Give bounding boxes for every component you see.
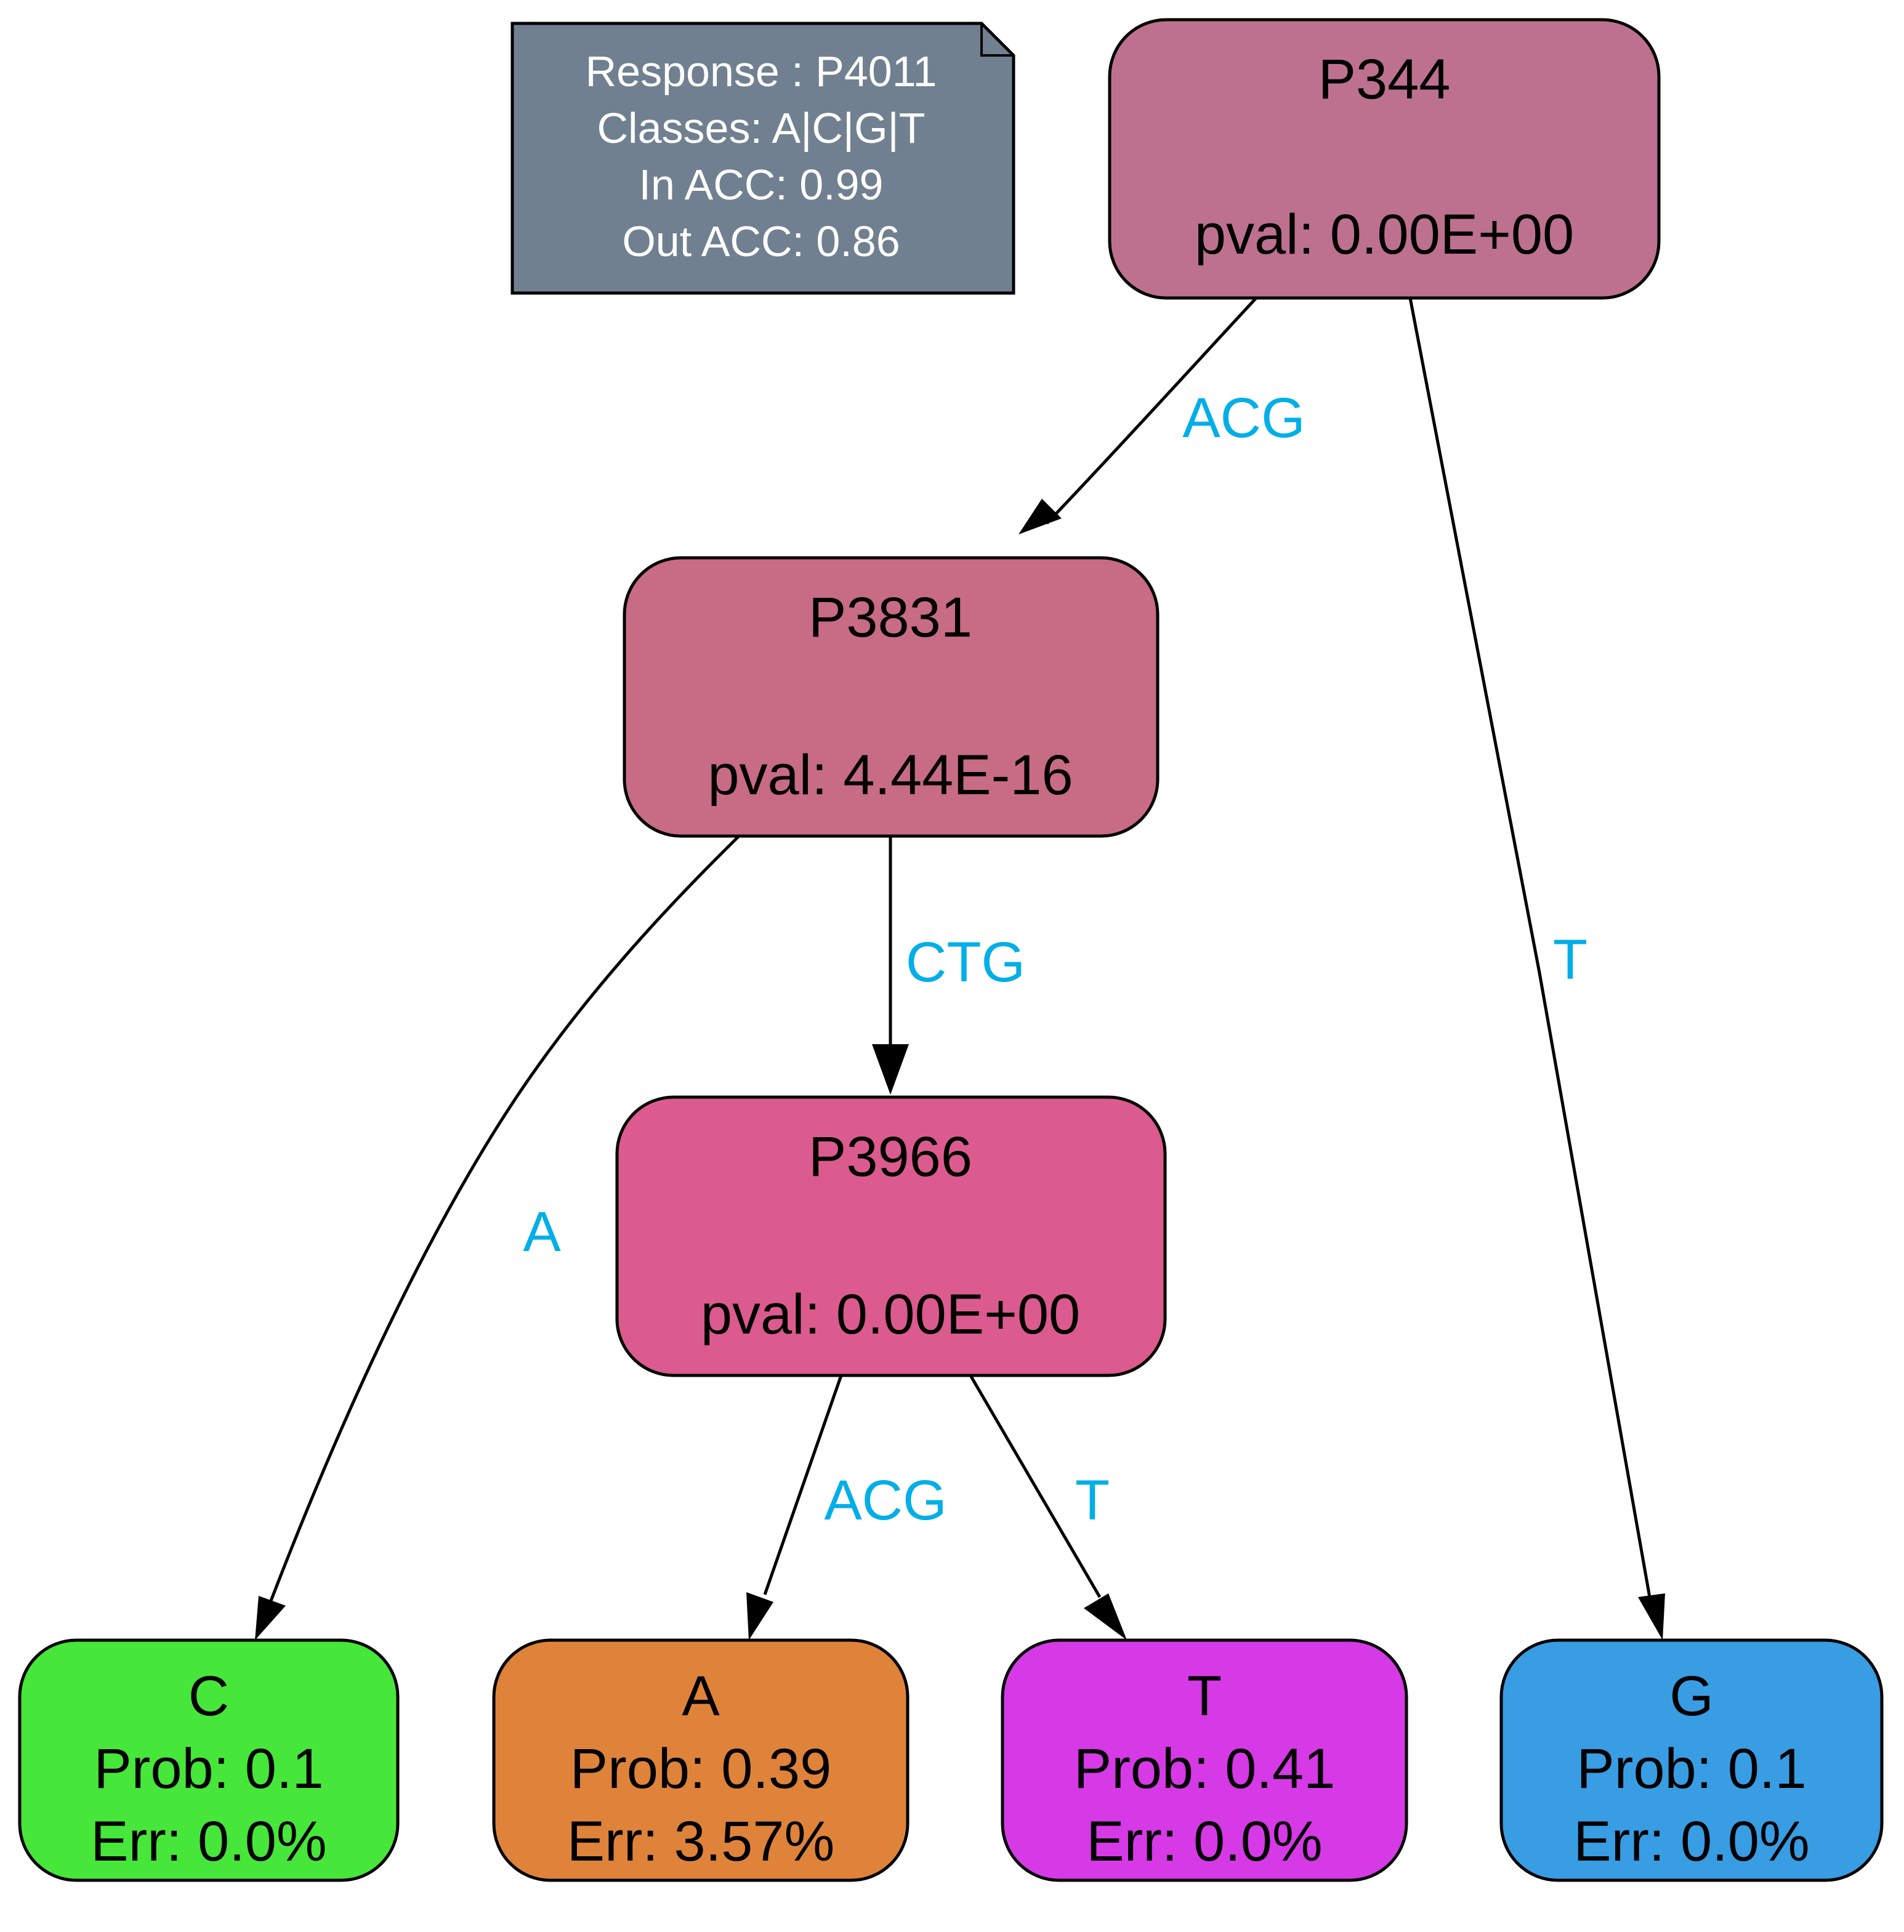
leaf-err: Err: 0.0%: [1086, 1810, 1322, 1873]
node-p3831: P3831 pval: 4.44E-16: [623, 556, 1160, 838]
leaf-err: Err: 0.0%: [91, 1810, 326, 1873]
edge-p3831-c: A: [255, 835, 740, 1640]
leaf-err: Err: 0.0%: [1573, 1810, 1809, 1873]
node-title: P3831: [809, 586, 972, 649]
edge-p3966-a: ACG: [746, 1375, 947, 1640]
leaf-prob: Prob: 0.1: [1576, 1737, 1806, 1800]
node-p344: P344 pval: 0.00E+00: [1108, 18, 1661, 300]
leaf-g: G Prob: 0.1 Err: 0.0%: [1499, 1638, 1884, 1882]
node-pval: pval: 0.00E+00: [701, 1283, 1080, 1346]
leaf-label: C: [188, 1665, 229, 1728]
edge-label-acg: ACG: [824, 1469, 946, 1532]
node-p3966: P3966 pval: 0.00E+00: [615, 1095, 1167, 1377]
edge-label-t: T: [1553, 928, 1587, 991]
node-pval: pval: 0.00E+00: [1195, 203, 1574, 266]
edge-label-acg: ACG: [1182, 387, 1305, 449]
edge-p3831-p3966: CTG: [872, 836, 1025, 1095]
note-response: Response : P4011: [586, 47, 937, 95]
leaf-err: Err: 3.57%: [567, 1810, 835, 1873]
edge-label-t: T: [1075, 1469, 1110, 1532]
node-title: P344: [1318, 48, 1451, 111]
edge-p344-g: T: [1408, 297, 1665, 1640]
leaf-prob: Prob: 0.1: [94, 1737, 323, 1800]
edge-label-a: A: [523, 1201, 561, 1263]
leaf-label: G: [1669, 1665, 1714, 1728]
edge-p3966-t: T: [969, 1374, 1127, 1640]
leaf-t: T Prob: 0.41 Err: 0.0%: [1001, 1638, 1408, 1882]
note-classes: Classes: A|C|G|T: [597, 104, 926, 152]
edge-label-ctg: CTG: [906, 931, 1025, 994]
leaf-c: C Prob: 0.1 Err: 0.0%: [18, 1638, 400, 1882]
leaf-label: T: [1187, 1665, 1222, 1728]
note-out-acc: Out ACC: 0.86: [622, 217, 900, 265]
node-title: P3966: [809, 1125, 972, 1188]
leaf-label: A: [682, 1665, 720, 1728]
info-note: Response : P4011 Classes: A|C|G|T In ACC…: [510, 22, 1015, 295]
node-pval: pval: 4.44E-16: [708, 744, 1073, 807]
leaf-a: A Prob: 0.39 Err: 3.57%: [492, 1638, 910, 1882]
leaf-prob: Prob: 0.39: [570, 1737, 832, 1800]
edge-p344-p3831: ACG: [1019, 297, 1305, 534]
note-in-acc: In ACC: 0.99: [639, 161, 884, 209]
leaf-prob: Prob: 0.41: [1074, 1737, 1336, 1800]
